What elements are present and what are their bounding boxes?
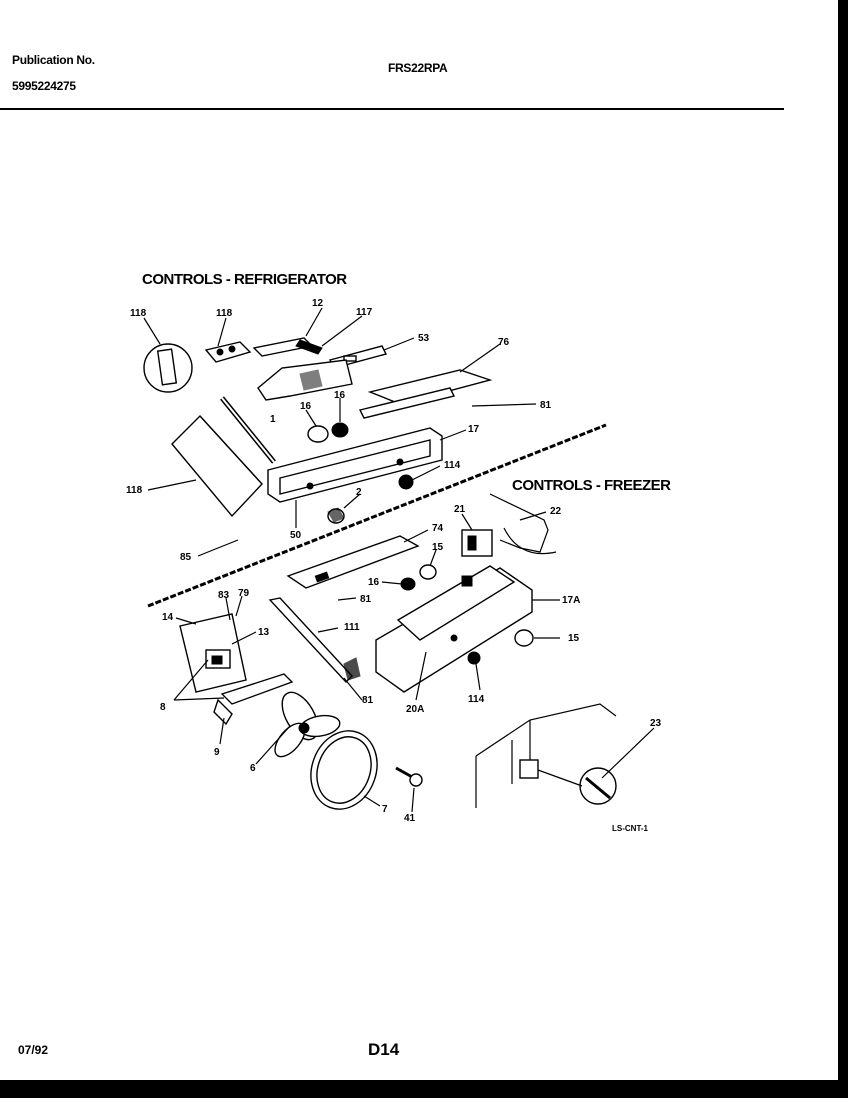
part-2-knob bbox=[327, 507, 345, 524]
callout-15-a: 15 bbox=[432, 542, 444, 553]
part-8-support bbox=[213, 673, 294, 726]
callout-114-a: 114 bbox=[444, 460, 461, 471]
callout-7: 7 bbox=[382, 804, 388, 815]
header-rule bbox=[0, 108, 784, 110]
divider-line bbox=[147, 423, 607, 608]
footer-date: 07/92 bbox=[18, 1043, 49, 1057]
callout-23: 23 bbox=[650, 718, 662, 729]
part-22-capillary bbox=[489, 493, 557, 555]
callout-74: 74 bbox=[432, 523, 444, 534]
part-74-plate bbox=[286, 535, 420, 589]
part-7-fan-shroud bbox=[310, 730, 378, 810]
part-118-trim bbox=[171, 414, 263, 518]
callout-79: 79 bbox=[238, 588, 250, 599]
footer-page-number: D14 bbox=[368, 1040, 400, 1059]
callout-117: 117 bbox=[356, 307, 373, 318]
callout-22: 22 bbox=[550, 506, 562, 517]
callout-83: 83 bbox=[218, 590, 230, 601]
page-border-right bbox=[838, 0, 848, 1098]
callout-41: 41 bbox=[404, 813, 416, 824]
callout-16-a: 16 bbox=[300, 401, 312, 412]
callout-76: 76 bbox=[498, 337, 510, 348]
callout-17A: 17A bbox=[562, 595, 580, 606]
callout-53: 53 bbox=[418, 333, 430, 344]
callout-114-b: 114 bbox=[468, 694, 485, 705]
callout-16-c: 16 bbox=[368, 577, 380, 588]
callout-81-b: 81 bbox=[360, 594, 372, 605]
part-118-socket bbox=[204, 341, 252, 363]
part-16-socket bbox=[400, 577, 416, 591]
part-111-duct bbox=[268, 597, 361, 684]
part-6-fan-blade bbox=[274, 691, 341, 758]
diagram-reference-code: LS-CNT-1 bbox=[612, 824, 649, 833]
part-12-cover bbox=[252, 337, 323, 357]
callout-20A: 20A bbox=[406, 704, 424, 715]
part-118-light-shield bbox=[143, 343, 193, 393]
part-1-housing bbox=[257, 359, 353, 401]
part-41-screw bbox=[395, 766, 423, 787]
freezer-section-title: CONTROLS - FREEZER bbox=[512, 477, 671, 494]
part-118-rod bbox=[220, 396, 276, 464]
part-14-bracket bbox=[179, 613, 247, 693]
callout-16-b: 16 bbox=[334, 390, 346, 401]
callout-14: 14 bbox=[162, 612, 174, 623]
part-17A-freezer-housing bbox=[375, 565, 533, 693]
callout-13: 13 bbox=[258, 627, 270, 638]
part-16-bulb bbox=[307, 422, 349, 443]
callout-81-c: 81 bbox=[362, 695, 374, 706]
callout-1: 1 bbox=[270, 414, 276, 425]
callout-118-b: 118 bbox=[216, 308, 233, 319]
callout-85: 85 bbox=[180, 552, 192, 563]
part-23-detail-view bbox=[475, 703, 617, 808]
callout-8: 8 bbox=[160, 702, 166, 713]
callout-21: 21 bbox=[454, 504, 466, 515]
callout-50: 50 bbox=[290, 530, 302, 541]
callout-17: 17 bbox=[468, 424, 480, 435]
callout-118-c: 118 bbox=[126, 485, 143, 496]
publication-number: 5995224275 bbox=[12, 79, 76, 93]
callout-12: 12 bbox=[312, 298, 324, 309]
page-border-bottom bbox=[0, 1080, 848, 1098]
callout-15-b: 15 bbox=[568, 633, 580, 644]
part-76-cover bbox=[358, 369, 493, 419]
part-114-knob-freezer bbox=[467, 651, 481, 665]
callout-118-a: 118 bbox=[130, 308, 147, 319]
refrigerator-section-title: CONTROLS - REFRIGERATOR bbox=[142, 271, 347, 288]
callout-9: 9 bbox=[214, 747, 220, 758]
model-number: FRS22RPA bbox=[388, 61, 448, 75]
part-15-bulb bbox=[419, 564, 437, 580]
callout-6: 6 bbox=[250, 763, 256, 774]
callout-2: 2 bbox=[356, 487, 362, 498]
callout-81-a: 81 bbox=[540, 400, 552, 411]
part-17-control-housing bbox=[267, 427, 443, 503]
publication-label: Publication No. bbox=[12, 53, 95, 67]
leader-lines bbox=[143, 307, 655, 813]
callout-111: 111 bbox=[344, 622, 360, 633]
part-114-knob bbox=[398, 474, 414, 490]
part-21-thermostat bbox=[461, 529, 493, 557]
part-15-knob bbox=[514, 629, 534, 647]
